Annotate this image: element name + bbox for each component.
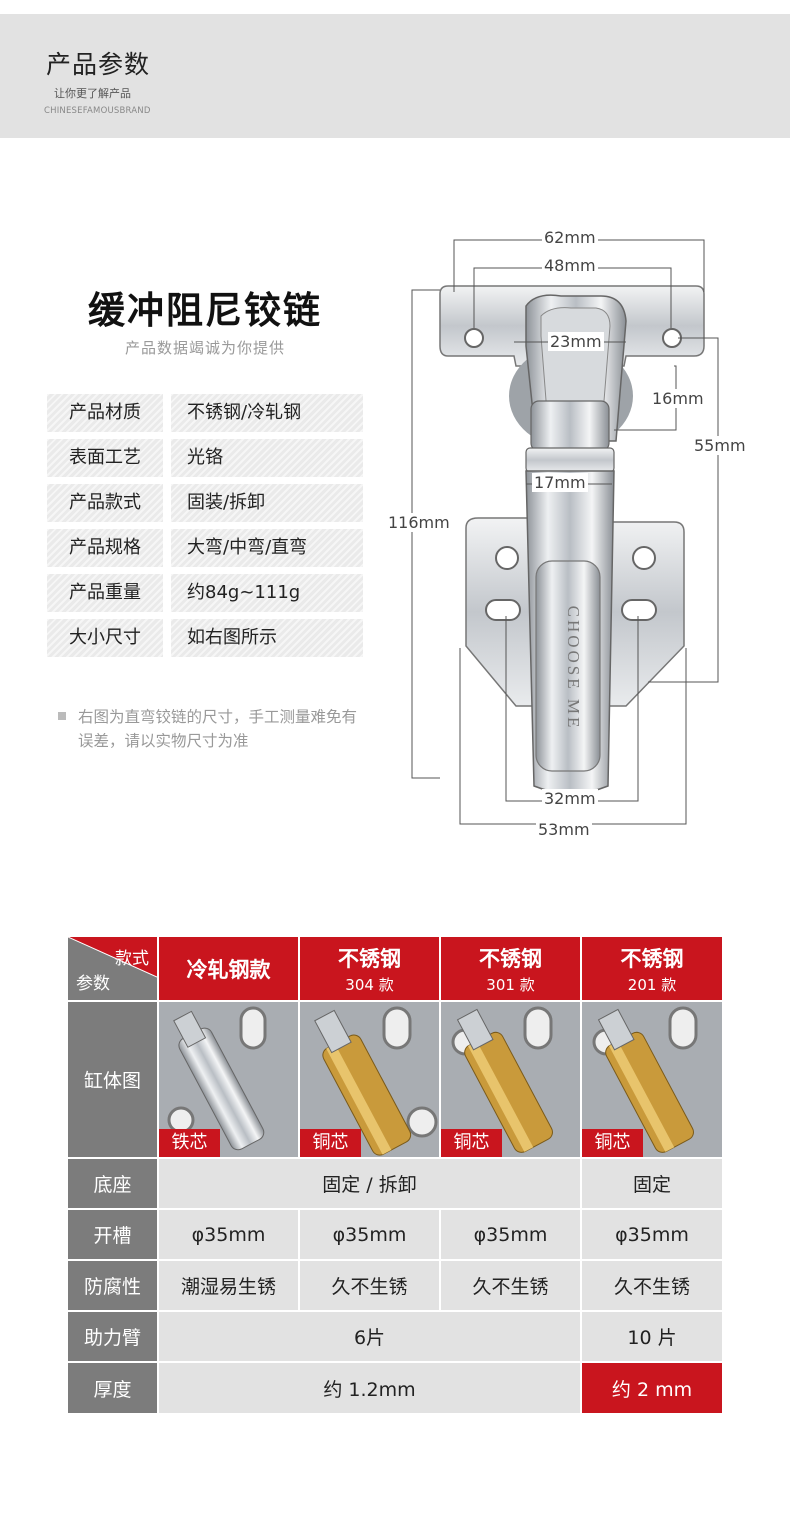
- table-cell-highlight: 约 2 mm: [582, 1363, 722, 1413]
- spec-value: 约84g~111g: [171, 574, 363, 612]
- table-cell: φ35mm: [159, 1210, 298, 1259]
- copper-cylinder-image: [441, 1002, 580, 1157]
- spec-label: 产品材质: [47, 394, 163, 432]
- table-cell: 固定: [582, 1159, 722, 1208]
- column-title: 冷轧钢款: [186, 957, 271, 982]
- column-header: 不锈钢 304 款: [300, 937, 439, 1000]
- table-cell: 固定 / 拆卸: [159, 1159, 580, 1208]
- spec-label: 大小尺寸: [47, 619, 163, 657]
- column-subtitle: 301 款: [486, 975, 535, 994]
- hinge-image: CHOOSE ME: [411, 239, 719, 825]
- comparison-table: 款式 参数 冷轧钢款 不锈钢 304 款 不锈钢 301 款 不锈钢 201 款 缸体…: [68, 937, 722, 1413]
- column-subtitle: 304 款: [345, 975, 394, 994]
- column-header: 不锈钢 201 款: [582, 937, 722, 1000]
- dim-116: 116mm: [386, 513, 452, 532]
- dim-32: 32mm: [542, 789, 598, 808]
- core-tag: 铜芯: [441, 1129, 502, 1157]
- spec-label: 表面工艺: [47, 439, 163, 477]
- product-tagline: 产品数据竭诚为你提供: [124, 339, 285, 357]
- spec-value: 如右图所示: [171, 619, 363, 657]
- column-header: 不锈钢 301 款: [441, 937, 580, 1000]
- section-subtitle: 让你更了解产品: [54, 87, 131, 100]
- column-title: 不锈钢: [620, 946, 684, 971]
- dim-55: 55mm: [692, 436, 748, 455]
- dim-16: 16mm: [650, 389, 706, 408]
- row-label: 助力臂: [68, 1312, 157, 1361]
- core-tag: 铁芯: [159, 1129, 220, 1157]
- table-cell: 约 1.2mm: [159, 1363, 580, 1413]
- spec-value: 光铬: [171, 439, 363, 477]
- row-label: 厚度: [68, 1363, 157, 1413]
- table-cell: φ35mm: [582, 1210, 722, 1259]
- table-cell: 潮湿易生锈: [159, 1261, 298, 1310]
- table-cell: 久不生锈: [441, 1261, 580, 1310]
- row-label: 防腐性: [68, 1261, 157, 1310]
- corner-top-label: 款式: [115, 949, 149, 969]
- spec-label: 产品款式: [47, 484, 163, 522]
- dim-23: 23mm: [548, 332, 604, 351]
- column-subtitle: 201 款: [627, 975, 677, 994]
- row-label: 缸体图: [68, 1002, 157, 1157]
- core-tag: 铜芯: [300, 1129, 361, 1157]
- table-cell: φ35mm: [300, 1210, 439, 1259]
- spec-value: 大弯/中弯/直弯: [171, 529, 363, 567]
- table-cell: 久不生锈: [582, 1261, 722, 1310]
- spec-value: 不锈钢/冷轧钢: [171, 394, 363, 432]
- spec-label: 产品重量: [47, 574, 163, 612]
- brand-text: CHINESEFAMOUSBRAND: [44, 106, 151, 116]
- section-title: 产品参数: [46, 50, 151, 79]
- measurement-note: 右图为直弯铰链的尺寸，手工测量难免有误差，请以实物尺寸为准: [78, 708, 358, 750]
- table-cell: φ35mm: [441, 1210, 580, 1259]
- column-title: 不锈钢: [479, 946, 542, 971]
- table-cell: 久不生锈: [300, 1261, 439, 1310]
- cylinder-image: 铜芯: [441, 1002, 580, 1157]
- dim-62: 62mm: [542, 228, 598, 247]
- product-name: 缓冲阻尼铰链: [88, 289, 322, 332]
- cylinder-image: 铜芯: [300, 1002, 439, 1157]
- dim-17: 17mm: [532, 473, 588, 492]
- column-header: 冷轧钢款: [159, 937, 298, 1000]
- hinge-brand-engraving: CHOOSE ME: [564, 606, 583, 731]
- iron-cylinder-image: [159, 1002, 298, 1157]
- table-cell: 10 片: [582, 1312, 722, 1361]
- hinge-dimension-diagram: CHOOSE ME 62mm 48mm 23mm 16mm 55mm 116mm: [386, 226, 790, 846]
- table-cell: 6片: [159, 1312, 580, 1361]
- section-header: 产品参数 让你更了解产品 CHINESEFAMOUSBRAND: [0, 14, 790, 138]
- column-title: 不锈钢: [338, 946, 401, 971]
- table-corner: 款式 参数: [68, 937, 157, 1000]
- note-bullet-icon: [58, 712, 66, 720]
- spec-value: 固装/拆卸: [171, 484, 363, 522]
- core-tag: 铜芯: [582, 1129, 643, 1157]
- spec-label: 产品规格: [47, 529, 163, 567]
- row-label: 开槽: [68, 1210, 157, 1259]
- corner-red-triangle: [68, 937, 157, 978]
- cylinder-image: 铁芯: [159, 1002, 298, 1157]
- cylinder-image: 铜芯: [582, 1002, 722, 1157]
- dim-48: 48mm: [542, 256, 598, 275]
- dim-53: 53mm: [536, 820, 592, 839]
- corner-bottom-label: 参数: [76, 974, 110, 994]
- row-label: 底座: [68, 1159, 157, 1208]
